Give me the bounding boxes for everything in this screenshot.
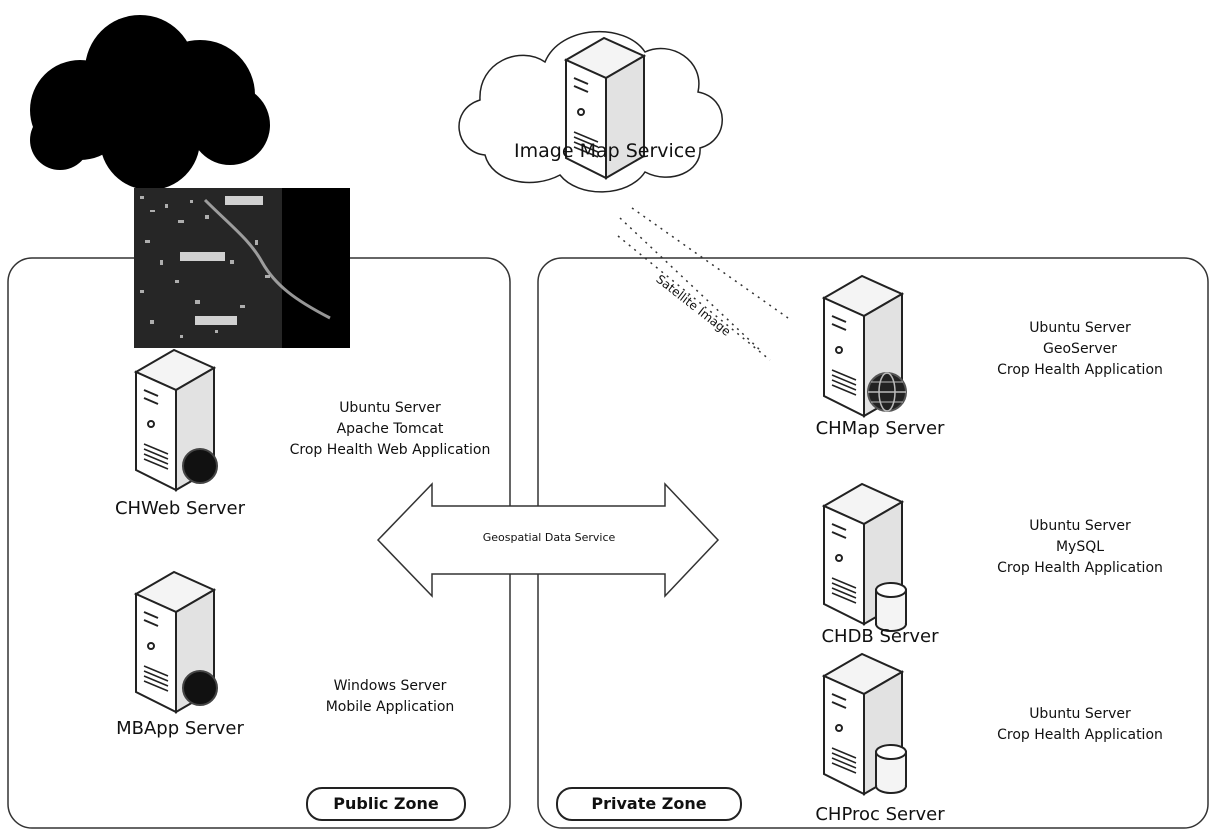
chmap-server-icon [823, 275, 907, 417]
chmap-server-stack: Ubuntu Server GeoServer Crop Health Appl… [980, 318, 1180, 381]
stack-line: MySQL [1055, 539, 1105, 555]
geospatial-data-service-arrow [376, 482, 720, 598]
chweb-server-name: CHWeb Server [114, 498, 246, 519]
geospatial-data-service-label: Geospatial Data Service [482, 531, 616, 544]
chdb-server-stack: Ubuntu Server MySQL Crop Health Applicat… [980, 516, 1180, 579]
stack-line: Crop Health Web Application [289, 442, 491, 458]
internet-cloud-icon [30, 15, 270, 190]
chdb-server-name: CHDB Server [821, 626, 939, 647]
satellite-image-link [617, 207, 789, 361]
public-zone-label: Public Zone [306, 787, 466, 821]
chweb-server-stack: Ubuntu Server Apache Tomcat Crop Health … [280, 398, 500, 461]
chmap-server-name: CHMap Server [815, 418, 945, 439]
satellite-map-image [134, 188, 350, 348]
stack-line: Crop Health Application [997, 727, 1163, 743]
chproc-server-name: CHProc Server [815, 804, 945, 825]
stack-line: Ubuntu Server [1029, 518, 1131, 534]
private-zone-label: Private Zone [556, 787, 742, 821]
chweb-server-icon [135, 349, 218, 491]
stack-line: Crop Health Application [997, 362, 1163, 378]
image-map-service-label: Image Map Service [514, 140, 696, 162]
stack-line: Windows Server [333, 678, 447, 694]
database-icon [875, 582, 907, 632]
mbapp-server-stack: Windows Server Mobile Application [300, 676, 480, 718]
database-icon [875, 744, 907, 794]
mbapp-server-name: MBApp Server [116, 718, 244, 739]
chproc-server-icon [823, 653, 907, 795]
stack-line: Apache Tomcat [336, 421, 444, 437]
stack-line: Ubuntu Server [1029, 320, 1131, 336]
stack-line: Mobile Application [325, 699, 455, 715]
mbapp-server-icon [135, 571, 218, 713]
chproc-server-stack: Ubuntu Server Crop Health Application [980, 704, 1180, 746]
stack-line: GeoServer [1043, 341, 1117, 357]
stack-line: Ubuntu Server [339, 400, 441, 416]
chdb-server-icon [823, 483, 907, 632]
stack-line: Crop Health Application [997, 560, 1163, 576]
globe-icon [867, 372, 907, 412]
stack-line: Ubuntu Server [1029, 706, 1131, 722]
